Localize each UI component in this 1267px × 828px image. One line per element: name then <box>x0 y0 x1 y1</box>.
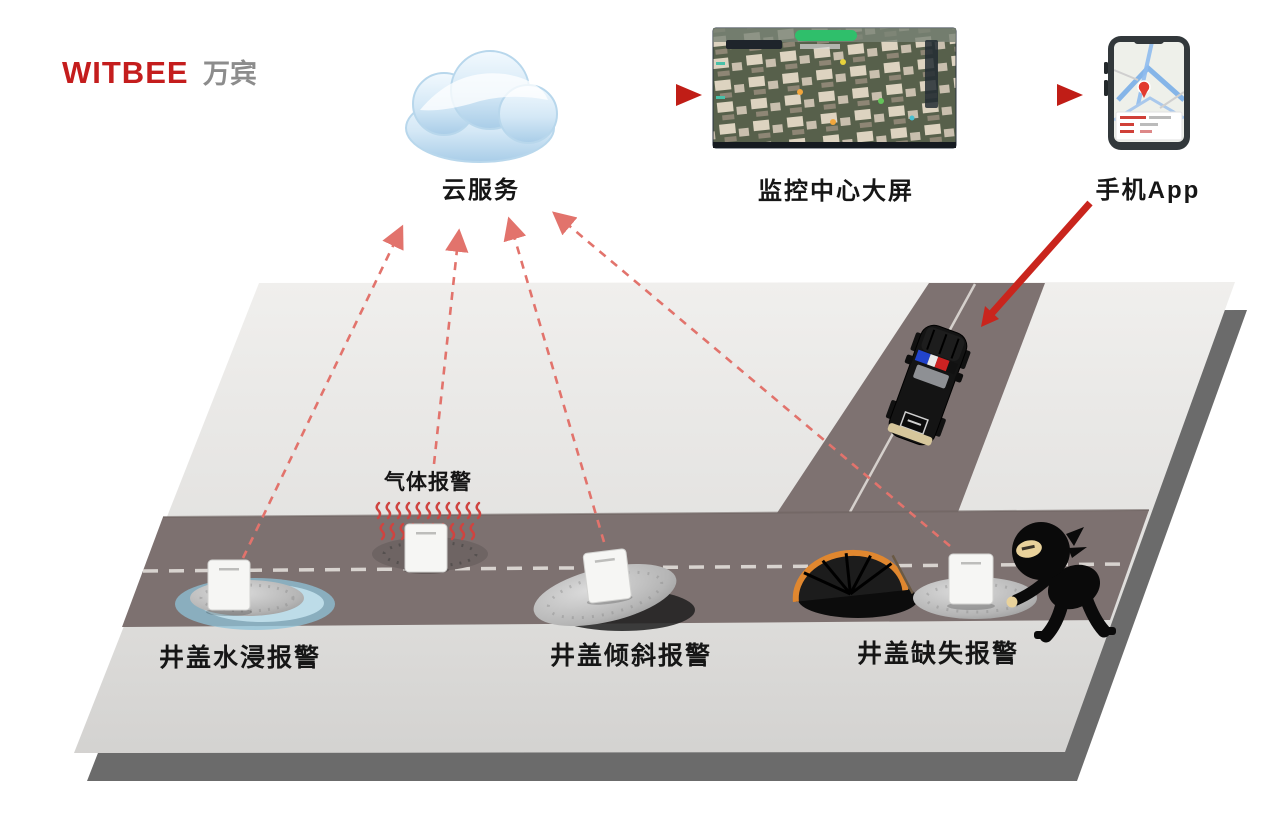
uplink-arrow-missing <box>552 211 951 547</box>
phone-map <box>1114 42 1184 141</box>
gas-alarm-label: 气体报警 <box>384 471 472 494</box>
open-manhole <box>792 549 918 618</box>
tilt-alarm-label: 井盖倾斜报警 <box>549 642 713 670</box>
uplink-arrow-gas <box>432 228 469 465</box>
main-road-dashed-line <box>142 562 1131 573</box>
dispatch-arrow <box>981 200 1093 327</box>
brand-logo: WITBEE 万宾 <box>62 52 257 91</box>
uplink-dashed-arrows <box>241 211 951 559</box>
brand-cn-name: 万宾 <box>203 59 258 89</box>
uplink-arrow-water <box>241 224 404 559</box>
monitor-label: 监控中心大屏 <box>758 178 914 205</box>
monitor-screen-icon <box>712 27 957 149</box>
flow-arrows <box>596 84 1083 106</box>
phone-label: 手机App <box>1095 177 1201 204</box>
phone-notch <box>1134 37 1164 44</box>
gas-alarm-device <box>372 501 488 574</box>
missing-alarm-label: 井盖缺失报警 <box>856 640 1020 668</box>
police-lightbar-icon <box>914 349 958 375</box>
phone-icon <box>1104 36 1190 150</box>
monitor-badge <box>795 30 857 41</box>
water-alarm-label: 井盖水浸报警 <box>158 644 322 672</box>
cloud-icon <box>405 50 558 163</box>
cloud-label: 云服务 <box>442 177 520 204</box>
tilt-alarm-device <box>533 548 695 631</box>
leaning-cover-icon <box>792 549 914 603</box>
water-alarm-device <box>175 559 335 630</box>
police-car-icon <box>885 324 971 446</box>
ninja-thief-icon <box>1006 522 1116 643</box>
uplink-arrow-tilt <box>503 216 606 543</box>
brand-wordmark: WITBEE <box>62 55 189 90</box>
